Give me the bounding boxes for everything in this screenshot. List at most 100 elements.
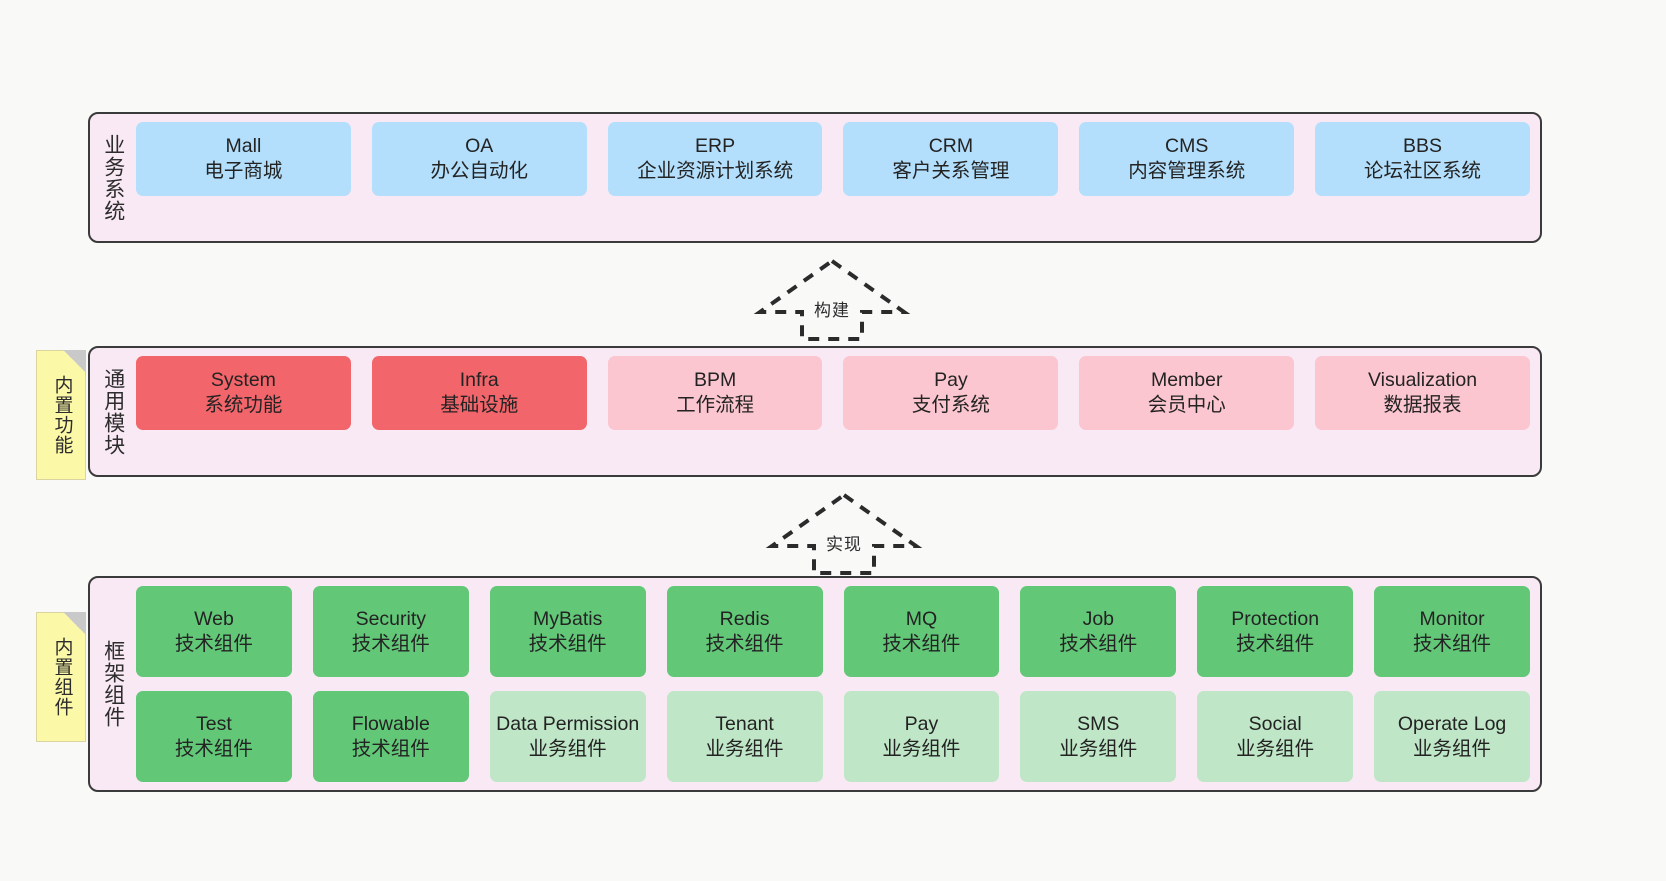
card-operate-log[interactable]: Operate Log 业务组件 (1374, 691, 1530, 782)
card-mybatis[interactable]: MyBatis 技术组件 (489, 586, 646, 677)
card-sms[interactable]: SMS 业务组件 (1020, 691, 1177, 782)
card-subtitle: 业务组件 (1236, 737, 1315, 760)
band-framework-components: 框架组件 Web 技术组件 Security 技术组件 MyBatis 技术组件… (88, 576, 1542, 792)
card-visualization[interactable]: Visualization 数据报表 (1315, 356, 1530, 430)
card-data-permission[interactable]: Data Permission 业务组件 (489, 691, 646, 782)
card-mq[interactable]: MQ 技术组件 (843, 586, 1000, 677)
card-infra[interactable]: Infra 基础设施 (371, 356, 587, 430)
card-protection[interactable]: Protection 技术组件 (1197, 586, 1354, 677)
card-subtitle: 技术组件 (1413, 632, 1492, 655)
card-subtitle: 技术组件 (882, 632, 961, 655)
card-title: Test (196, 712, 232, 735)
card-subtitle: 数据报表 (1383, 394, 1462, 416)
band-business-systems: 业务系统 Mall 电子商城 OA 办公自动化 ERP 企业资源计划系统 CRM… (88, 112, 1542, 243)
card-subtitle: 技术组件 (174, 737, 253, 760)
card-web[interactable]: Web 技术组件 (136, 586, 292, 677)
sticky-note-label: 内置功能 (51, 375, 73, 455)
card-title: SMS (1077, 712, 1120, 735)
card-social[interactable]: Social 业务组件 (1197, 691, 1354, 782)
sticky-note-builtin-features: 内置功能 (36, 350, 86, 480)
card-title: System (210, 369, 276, 392)
card-mall[interactable]: Mall 电子商城 (136, 122, 351, 196)
card-title: Security (355, 607, 427, 630)
card-title: OA (465, 135, 494, 158)
band-body-common-modules: System 系统功能 Infra 基础设施 BPM 工作流程 Pay 支付系统… (136, 356, 1530, 467)
card-redis[interactable]: Redis 技术组件 (666, 586, 823, 677)
arrow-build: 构建 (753, 258, 911, 342)
card-subtitle: 业务组件 (1413, 737, 1492, 760)
card-subtitle: 技术组件 (351, 737, 430, 760)
card-title: CRM (928, 135, 974, 158)
card-title: Pay (934, 369, 968, 392)
card-title: Infra (459, 369, 499, 392)
band-label-common-modules: 通用模块 (101, 367, 125, 456)
card-subtitle: 业务组件 (882, 737, 961, 760)
card-title: Data Permission (496, 712, 640, 735)
card-row: Web 技术组件 Security 技术组件 MyBatis 技术组件 Redi… (136, 586, 1530, 677)
card-oa[interactable]: OA 办公自动化 (371, 122, 587, 196)
card-subtitle: 业务组件 (705, 737, 784, 760)
card-title: Job (1082, 607, 1115, 630)
card-subtitle: 客户关系管理 (892, 160, 1010, 182)
card-job[interactable]: Job 技术组件 (1020, 586, 1177, 677)
card-system[interactable]: System 系统功能 (136, 356, 351, 430)
sticky-note-builtin-components: 内置组件 (36, 612, 86, 742)
card-title: Redis (719, 607, 770, 630)
card-crm[interactable]: CRM 客户关系管理 (843, 122, 1059, 196)
card-member[interactable]: Member 会员中心 (1079, 356, 1295, 430)
card-subtitle: 业务组件 (528, 737, 607, 760)
card-bbs[interactable]: BBS 论坛社区系统 (1315, 122, 1530, 196)
card-title: MQ (905, 607, 938, 630)
card-title: Mall (225, 135, 262, 158)
sticky-note-label: 内置组件 (51, 637, 73, 717)
card-subtitle: 技术组件 (528, 632, 607, 655)
card-title: Tenant (715, 712, 774, 735)
card-subtitle: 技术组件 (1236, 632, 1315, 655)
card-title: ERP (695, 135, 736, 158)
card-title: Pay (904, 712, 939, 735)
card-cms[interactable]: CMS 内容管理系统 (1079, 122, 1295, 196)
card-title: Visualization (1367, 369, 1478, 392)
card-erp[interactable]: ERP 企业资源计划系统 (607, 122, 823, 196)
hollow-arrow-up-icon (765, 492, 923, 575)
card-subtitle: 基础设施 (440, 394, 519, 416)
card-title: CMS (1165, 135, 1209, 158)
band-label-framework-components: 框架组件 (101, 640, 125, 728)
card-row: System 系统功能 Infra 基础设施 BPM 工作流程 Pay 支付系统… (136, 356, 1530, 467)
card-security[interactable]: Security 技术组件 (312, 586, 469, 677)
card-title: MyBatis (533, 607, 603, 630)
card-pay-business[interactable]: Pay 业务组件 (843, 691, 1000, 782)
card-subtitle: 内容管理系统 (1128, 160, 1246, 182)
card-bpm[interactable]: BPM 工作流程 (607, 356, 823, 430)
band-body-business-systems: Mall 电子商城 OA 办公自动化 ERP 企业资源计划系统 CRM 客户关系… (136, 122, 1530, 233)
card-title: Social (1248, 712, 1302, 735)
card-test[interactable]: Test 技术组件 (136, 691, 292, 782)
band-body-framework-components: Web 技术组件 Security 技术组件 MyBatis 技术组件 Redi… (136, 586, 1530, 782)
card-subtitle: 会员中心 (1147, 394, 1226, 416)
card-subtitle: 电子商城 (204, 160, 283, 182)
card-subtitle: 办公自动化 (430, 160, 528, 182)
card-title: BBS (1403, 135, 1443, 158)
card-title: Member (1150, 369, 1223, 392)
band-common-modules: 通用模块 System 系统功能 Infra 基础设施 BPM 工作流程 Pay… (88, 346, 1542, 477)
card-subtitle: 业务组件 (1059, 737, 1138, 760)
card-monitor[interactable]: Monitor 技术组件 (1374, 586, 1530, 677)
card-title: Operate Log (1397, 712, 1507, 735)
band-label-business-systems: 业务系统 (101, 133, 125, 222)
card-subtitle: 支付系统 (911, 394, 990, 416)
arrow-realize: 实现 (765, 492, 923, 576)
card-subtitle: 企业资源计划系统 (637, 160, 794, 182)
card-tenant[interactable]: Tenant 业务组件 (666, 691, 823, 782)
card-row: Mall 电子商城 OA 办公自动化 ERP 企业资源计划系统 CRM 客户关系… (136, 122, 1530, 233)
card-title: Web (194, 607, 234, 630)
card-subtitle: 技术组件 (1059, 632, 1138, 655)
card-subtitle: 系统功能 (204, 394, 283, 416)
hollow-arrow-up-icon (753, 258, 911, 341)
card-title: Monitor (1419, 607, 1485, 630)
card-subtitle: 技术组件 (174, 632, 253, 655)
card-title: BPM (693, 369, 737, 392)
card-subtitle: 技术组件 (705, 632, 784, 655)
card-pay[interactable]: Pay 支付系统 (843, 356, 1059, 430)
card-flowable[interactable]: Flowable 技术组件 (312, 691, 469, 782)
